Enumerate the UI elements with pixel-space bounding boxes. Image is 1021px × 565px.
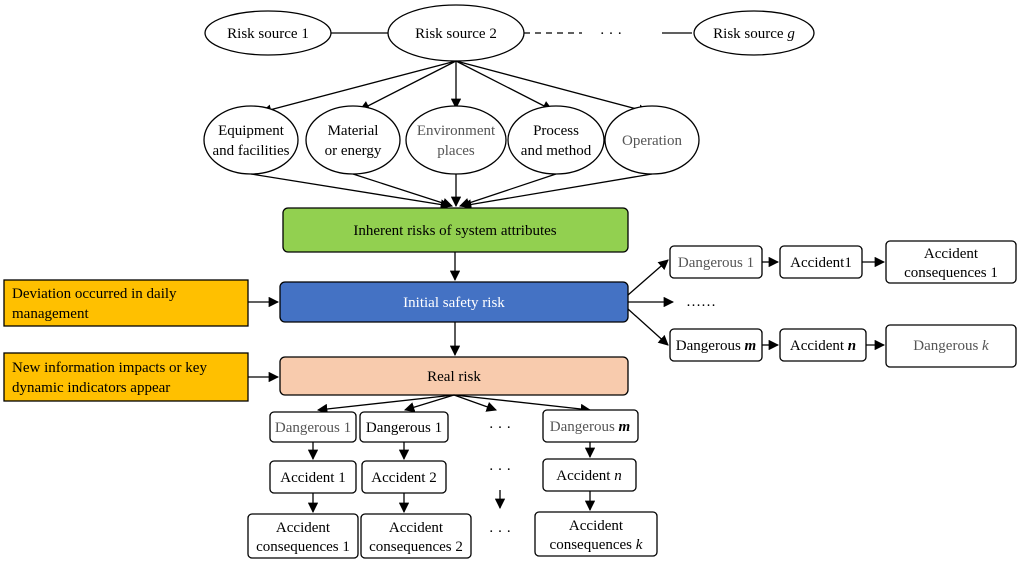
arrow-material-inherent bbox=[352, 173, 453, 209]
risk-source-g-label: Risk source bbox=[713, 26, 784, 42]
risk-source-ellipsis: · · · bbox=[600, 26, 623, 42]
risk-source-1-label: Risk source 1 bbox=[227, 26, 309, 42]
bottom-accident-1: Accident 1 bbox=[269, 460, 357, 494]
svg-text:Operation: Operation bbox=[622, 133, 682, 149]
svg-text:Dangerous k: Dangerous k bbox=[913, 338, 989, 354]
bottom-consequence-2: Accident consequences 2 bbox=[360, 513, 472, 559]
svg-text:Environment: Environment bbox=[417, 123, 496, 139]
svg-text:Dangerous 1: Dangerous 1 bbox=[275, 420, 351, 436]
bottom-dots-3: · · · bbox=[489, 524, 512, 540]
right-branch-dots: …… bbox=[686, 294, 716, 310]
svg-text:Accident 1: Accident 1 bbox=[280, 470, 345, 486]
initial-safety-risk-label: Initial safety risk bbox=[403, 295, 505, 311]
attribute-operation: Operation bbox=[604, 105, 700, 175]
right-dangerous-1: Dangerous 1 bbox=[669, 245, 763, 279]
svg-text:Accident: Accident bbox=[924, 246, 979, 262]
svg-text:dynamic indicators appear: dynamic indicators appear bbox=[12, 380, 170, 396]
arrow-source-operation bbox=[455, 60, 650, 115]
arrow-source-equipment bbox=[260, 60, 457, 115]
risk-source-g: Risk source g bbox=[693, 10, 815, 56]
svg-text:Material: Material bbox=[328, 123, 379, 139]
svg-text:places: places bbox=[437, 143, 475, 159]
svg-text:and method: and method bbox=[521, 143, 592, 159]
bottom-accident-2: Accident 2 bbox=[361, 460, 447, 494]
svg-text:consequences 2: consequences 2 bbox=[369, 539, 463, 555]
svg-text:and facilities: and facilities bbox=[212, 143, 289, 159]
svg-text:Dangerous 1: Dangerous 1 bbox=[366, 420, 442, 436]
svg-text:Accident: Accident bbox=[389, 520, 444, 536]
arrow-source-process bbox=[455, 60, 553, 111]
right-dangerous-k: Dangerous k bbox=[885, 324, 1017, 368]
risk-source-2-label: Risk source 2 bbox=[415, 26, 497, 42]
arrow-initial-dangerousm bbox=[627, 308, 669, 346]
svg-text:Process: Process bbox=[533, 123, 579, 139]
arrow-process-inherent bbox=[459, 173, 557, 208]
bottom-dangerous-1a: Dangerous 1 bbox=[269, 411, 357, 443]
svg-text:or energy: or energy bbox=[325, 143, 382, 159]
bottom-dangerous-m: Dangerous m bbox=[542, 409, 639, 443]
real-risk-box: Real risk bbox=[279, 356, 629, 396]
svg-text:management: management bbox=[12, 306, 89, 322]
svg-text:New information impacts or key: New information impacts or key bbox=[12, 360, 207, 376]
arrow-equipment-inherent bbox=[250, 173, 452, 210]
svg-text:Accident n: Accident n bbox=[790, 338, 856, 354]
svg-text:Accident 2: Accident 2 bbox=[371, 470, 436, 486]
svg-text:Deviation occurred in daily: Deviation occurred in daily bbox=[12, 286, 177, 302]
attribute-process: Process and method bbox=[507, 105, 605, 175]
inherent-risks-label: Inherent risks of system attributes bbox=[353, 223, 556, 239]
svg-text:Equipment: Equipment bbox=[218, 123, 285, 139]
deviation-box: Deviation occurred in daily management bbox=[3, 279, 249, 327]
svg-text:consequences k: consequences k bbox=[550, 537, 643, 553]
attribute-material: Material or energy bbox=[305, 105, 401, 175]
bottom-consequence-k: Accident consequences k bbox=[534, 511, 658, 557]
svg-text:Accident1: Accident1 bbox=[790, 255, 852, 271]
svg-text:consequences 1: consequences 1 bbox=[256, 539, 350, 555]
right-dangerous-m: Dangerous m bbox=[669, 328, 763, 362]
initial-safety-risk-box: Initial safety risk bbox=[279, 281, 629, 323]
bottom-accident-n: Accident n bbox=[542, 458, 637, 492]
real-risk-label: Real risk bbox=[427, 369, 481, 385]
arrow-operation-inherent bbox=[460, 173, 653, 210]
svg-text:consequences 1: consequences 1 bbox=[904, 265, 998, 281]
svg-text:Dangerous 1: Dangerous 1 bbox=[678, 255, 754, 271]
svg-text:Dangerous m: Dangerous m bbox=[550, 419, 630, 435]
right-accident-1: Accident1 bbox=[779, 245, 863, 279]
attribute-equipment: Equipment and facilities bbox=[203, 105, 299, 175]
bottom-dots-1: · · · bbox=[489, 420, 512, 436]
risk-source-2: Risk source 2 bbox=[387, 4, 525, 62]
right-consequence-1: Accident consequences 1 bbox=[885, 240, 1017, 284]
risk-source-1: Risk source 1 bbox=[204, 10, 332, 56]
svg-text:Dangerous m: Dangerous m bbox=[676, 338, 756, 354]
attribute-environment: Environment places bbox=[405, 105, 507, 175]
risk-source-g-var: g bbox=[787, 26, 795, 42]
svg-text:Risk source g: Risk source g bbox=[713, 26, 795, 42]
bottom-consequence-1: Accident consequences 1 bbox=[247, 513, 359, 559]
svg-text:Accident n: Accident n bbox=[556, 468, 621, 484]
right-accident-n: Accident n bbox=[779, 328, 867, 362]
svg-text:Accident: Accident bbox=[569, 518, 624, 534]
arrow-initial-dangerous1 bbox=[627, 259, 669, 296]
bottom-dangerous-1b: Dangerous 1 bbox=[359, 411, 449, 443]
new-info-box: New information impacts or key dynamic i… bbox=[3, 352, 249, 402]
inherent-risks-box: Inherent risks of system attributes bbox=[282, 207, 629, 253]
svg-text:Accident: Accident bbox=[276, 520, 331, 536]
arrow-source-material bbox=[359, 60, 457, 111]
bottom-dots-2: · · · bbox=[489, 462, 512, 478]
